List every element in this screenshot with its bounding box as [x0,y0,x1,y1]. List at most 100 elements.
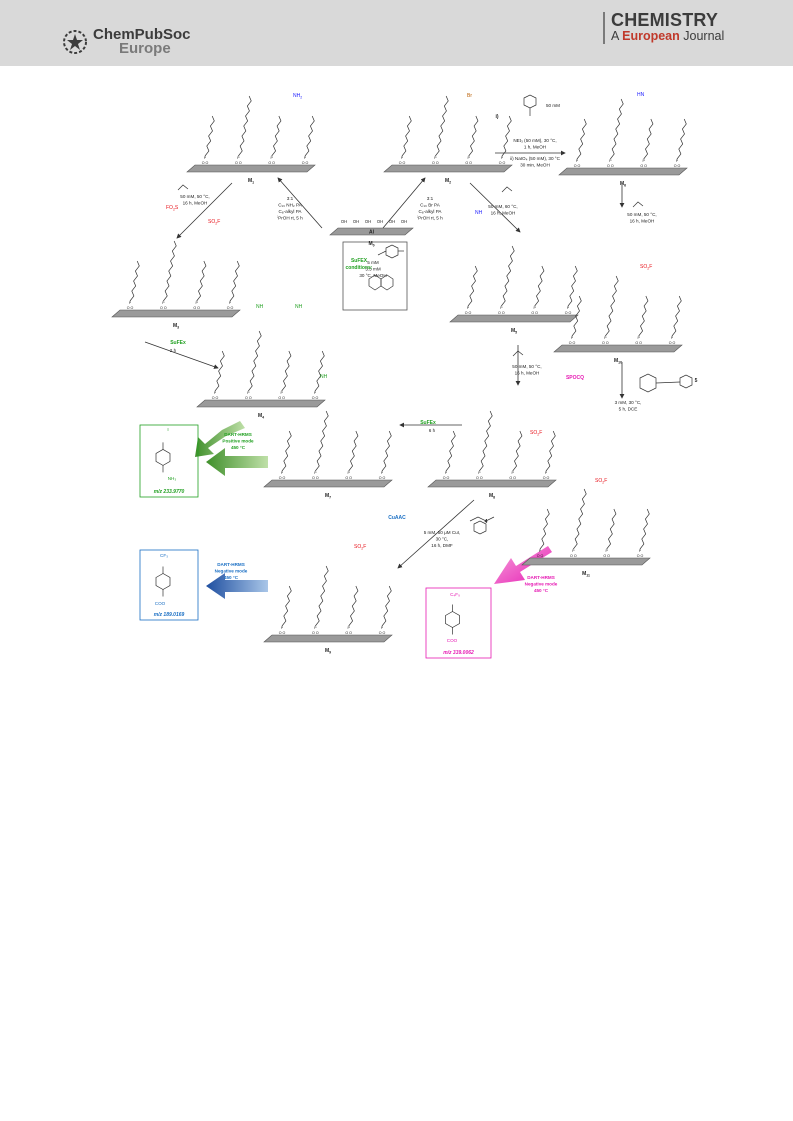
azide-reagent [469,516,495,535]
phosphorus-atom: P [637,336,640,340]
phosphonate-anchor: O O [499,161,506,165]
sufex-conditions-box [342,241,408,311]
phosphorus-atom: P [280,391,283,395]
phosphonate-anchor: O O [312,631,319,635]
alkyl-chain [576,118,587,160]
phosphonate-anchor: O O [127,306,134,310]
surface-label: M7 [325,493,331,500]
alkyl-chain [534,265,545,307]
phosphorus-atom: P [467,156,470,160]
phosphorus-atom: P [129,301,132,305]
phosphorus-atom: P [381,471,384,475]
phosphorus-atom: P [229,301,232,305]
phosphorus-atom: P [639,549,642,553]
phosphorus-atom: P [567,306,570,310]
phosphorus-atom: P [609,159,612,163]
alkyl-chain [467,265,478,307]
surface-label: M11 [582,571,590,578]
mass-box-frame [139,549,199,621]
alkyl-chain [314,350,325,392]
reaction-condition: 6 h [429,428,436,433]
reaction-condition: 30 °C, MeOH [359,273,386,278]
alkyl-chain [539,508,550,550]
reaction-condition: 30 °C, [436,537,449,542]
phosphonate-anchor: O O [565,311,572,315]
ion-atom-label: NH₃ [168,476,177,481]
phosphonate-anchor: O O [235,161,242,165]
phosphonate-anchor: O O [345,631,352,635]
reaction-condition: 5 mM, 50 μM CuI, [424,530,461,535]
phosphonate-anchor: O O [379,631,386,635]
phosphonate-anchor: O O [379,476,386,480]
surface-label: M1 [248,178,254,185]
phosphorus-atom: P [572,549,575,553]
alkyl-chain [315,565,329,627]
substituent-label: NH [320,374,328,380]
mass-box-frame [425,587,492,659]
phosphonate-anchor: O O [637,554,644,558]
reagent-tag: CuAAC [388,515,406,521]
alkyl-chain [163,240,177,302]
reaction-condition: 16 h, MeOH [183,201,208,206]
brand-name: ChemPubSoc [93,26,191,43]
oxide-substrate [521,557,651,566]
phosphorus-atom: P [347,471,350,475]
alkyl-chain [671,295,682,337]
phosphonate-anchor: O O [212,396,219,400]
substituent-label: SO2F [208,219,220,225]
mz-value: m/z 189.0169 [154,612,185,618]
phosphonate-anchor: O O [279,476,286,480]
reagent-tag: SuFEx [170,340,186,346]
alkyl-chain [571,295,582,337]
ion-atom-label: CF₃ [160,553,168,558]
journal-a: A [611,29,623,43]
reaction-condition: 50 mM [546,103,560,108]
hydroxyl-group: OH [341,219,347,224]
reaction-condition: 3:1 [427,196,434,201]
phosphorus-atom: P [281,471,284,475]
phosphonate-anchor: O O [476,476,483,480]
phosphorus-atom: P [501,156,504,160]
oxide-substrate [427,479,557,488]
surface-label: M3 [173,323,179,330]
phosphorus-atom: P [545,471,548,475]
reaction-condition: 16 h, MeOH [630,219,655,224]
reaction-condition: 50 mM, 60 °C, [488,204,517,209]
phosphorus-atom: P [237,156,240,160]
substituent-label: HN [637,92,645,98]
arrow-m3-to-m4 [144,341,219,369]
alkyl-chain [204,115,215,157]
surface-label: M8 [489,493,495,500]
hydroxyl-group: OH [353,219,359,224]
substituent-label: NH [475,210,483,216]
ethenesulfonyl-fluoride-reagents [177,184,644,357]
surface-label: M9 [325,648,331,655]
phosphorus-atom: P [162,301,165,305]
mass-box: m/z 339.0062 [425,587,492,659]
phosphonate-anchor: O O [465,311,472,315]
alkyl-chain [573,488,587,550]
arrow-m2-to-m5 [469,182,521,233]
phosphonate-anchor: O O [674,164,681,168]
reagent-tag: 5 [695,378,698,384]
journal-title: CHEMISTRY [611,10,719,30]
reaction-condition: 16 h, DMF [431,543,453,548]
substituent-label: NH [256,304,264,310]
alkyl-chain [445,430,456,472]
alkyl-chain [129,260,140,302]
reaction-condition: NEt₃ (50 mM), 30 °C, [513,138,556,143]
alkyl-chain [229,260,240,302]
reaction-condition: 50 mM, 50 °C, [512,364,541,369]
alkyl-chain [501,245,515,307]
phosphonate-anchor: O O [569,341,576,345]
phosphorus-atom: P [281,626,284,630]
substituent-label: SO2F [640,264,652,270]
alkyl-chain [512,430,523,472]
phosphorus-atom: P [605,549,608,553]
brand-region: Europe [119,40,171,57]
